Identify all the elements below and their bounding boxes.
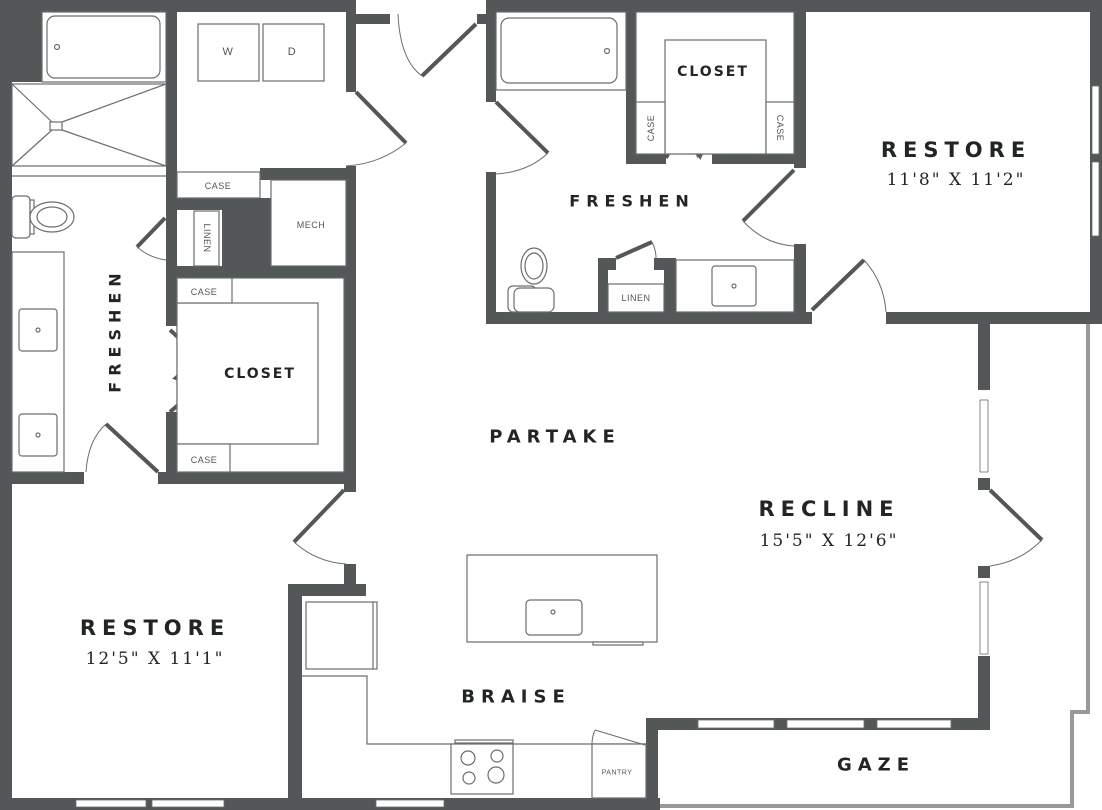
pantry-label: PANTRY	[601, 769, 633, 777]
washer-label: W	[222, 46, 234, 58]
case-closet-top-label: CASE	[190, 287, 218, 297]
fixtures	[11, 11, 795, 799]
room-label-closet-second: CLOSET	[224, 366, 296, 382]
room-label-closet-main: CLOSET	[677, 64, 749, 80]
room-label-restore-second: RESTORE	[79, 616, 231, 640]
room-label-partake: PARTAKE	[489, 426, 621, 448]
room-label-gaze: GAZE	[836, 754, 916, 776]
room-label-recline: RECLINE	[758, 497, 900, 521]
room-dimensions-restore-second: 12'5" X 11'1"	[85, 649, 225, 669]
mech-label: MECH	[296, 220, 326, 230]
case-closet-bottom-label: CASE	[190, 455, 218, 465]
linen-left-label: LINEN	[202, 223, 212, 253]
room-dimensions-recline: 15'5" X 12'6"	[759, 531, 899, 551]
room-label-restore-main: RESTORE	[880, 138, 1032, 162]
windows	[75, 85, 1100, 808]
room-label-freshen-main: FRESHEN	[569, 191, 695, 211]
room-label-freshen-second: FRESHEN	[105, 267, 125, 393]
linen-right-label: LINEN	[621, 293, 651, 303]
room-dimensions-restore-main: 11'8" X 11'2"	[886, 170, 1026, 190]
balcony-outline	[656, 322, 1090, 808]
case-master-right-label: CASE	[775, 114, 785, 142]
case-laundry-label: CASE	[204, 181, 232, 191]
case-master-left-label: CASE	[646, 114, 656, 142]
room-label-braise: BRAISE	[461, 686, 571, 708]
dryer-label: D	[287, 46, 297, 58]
